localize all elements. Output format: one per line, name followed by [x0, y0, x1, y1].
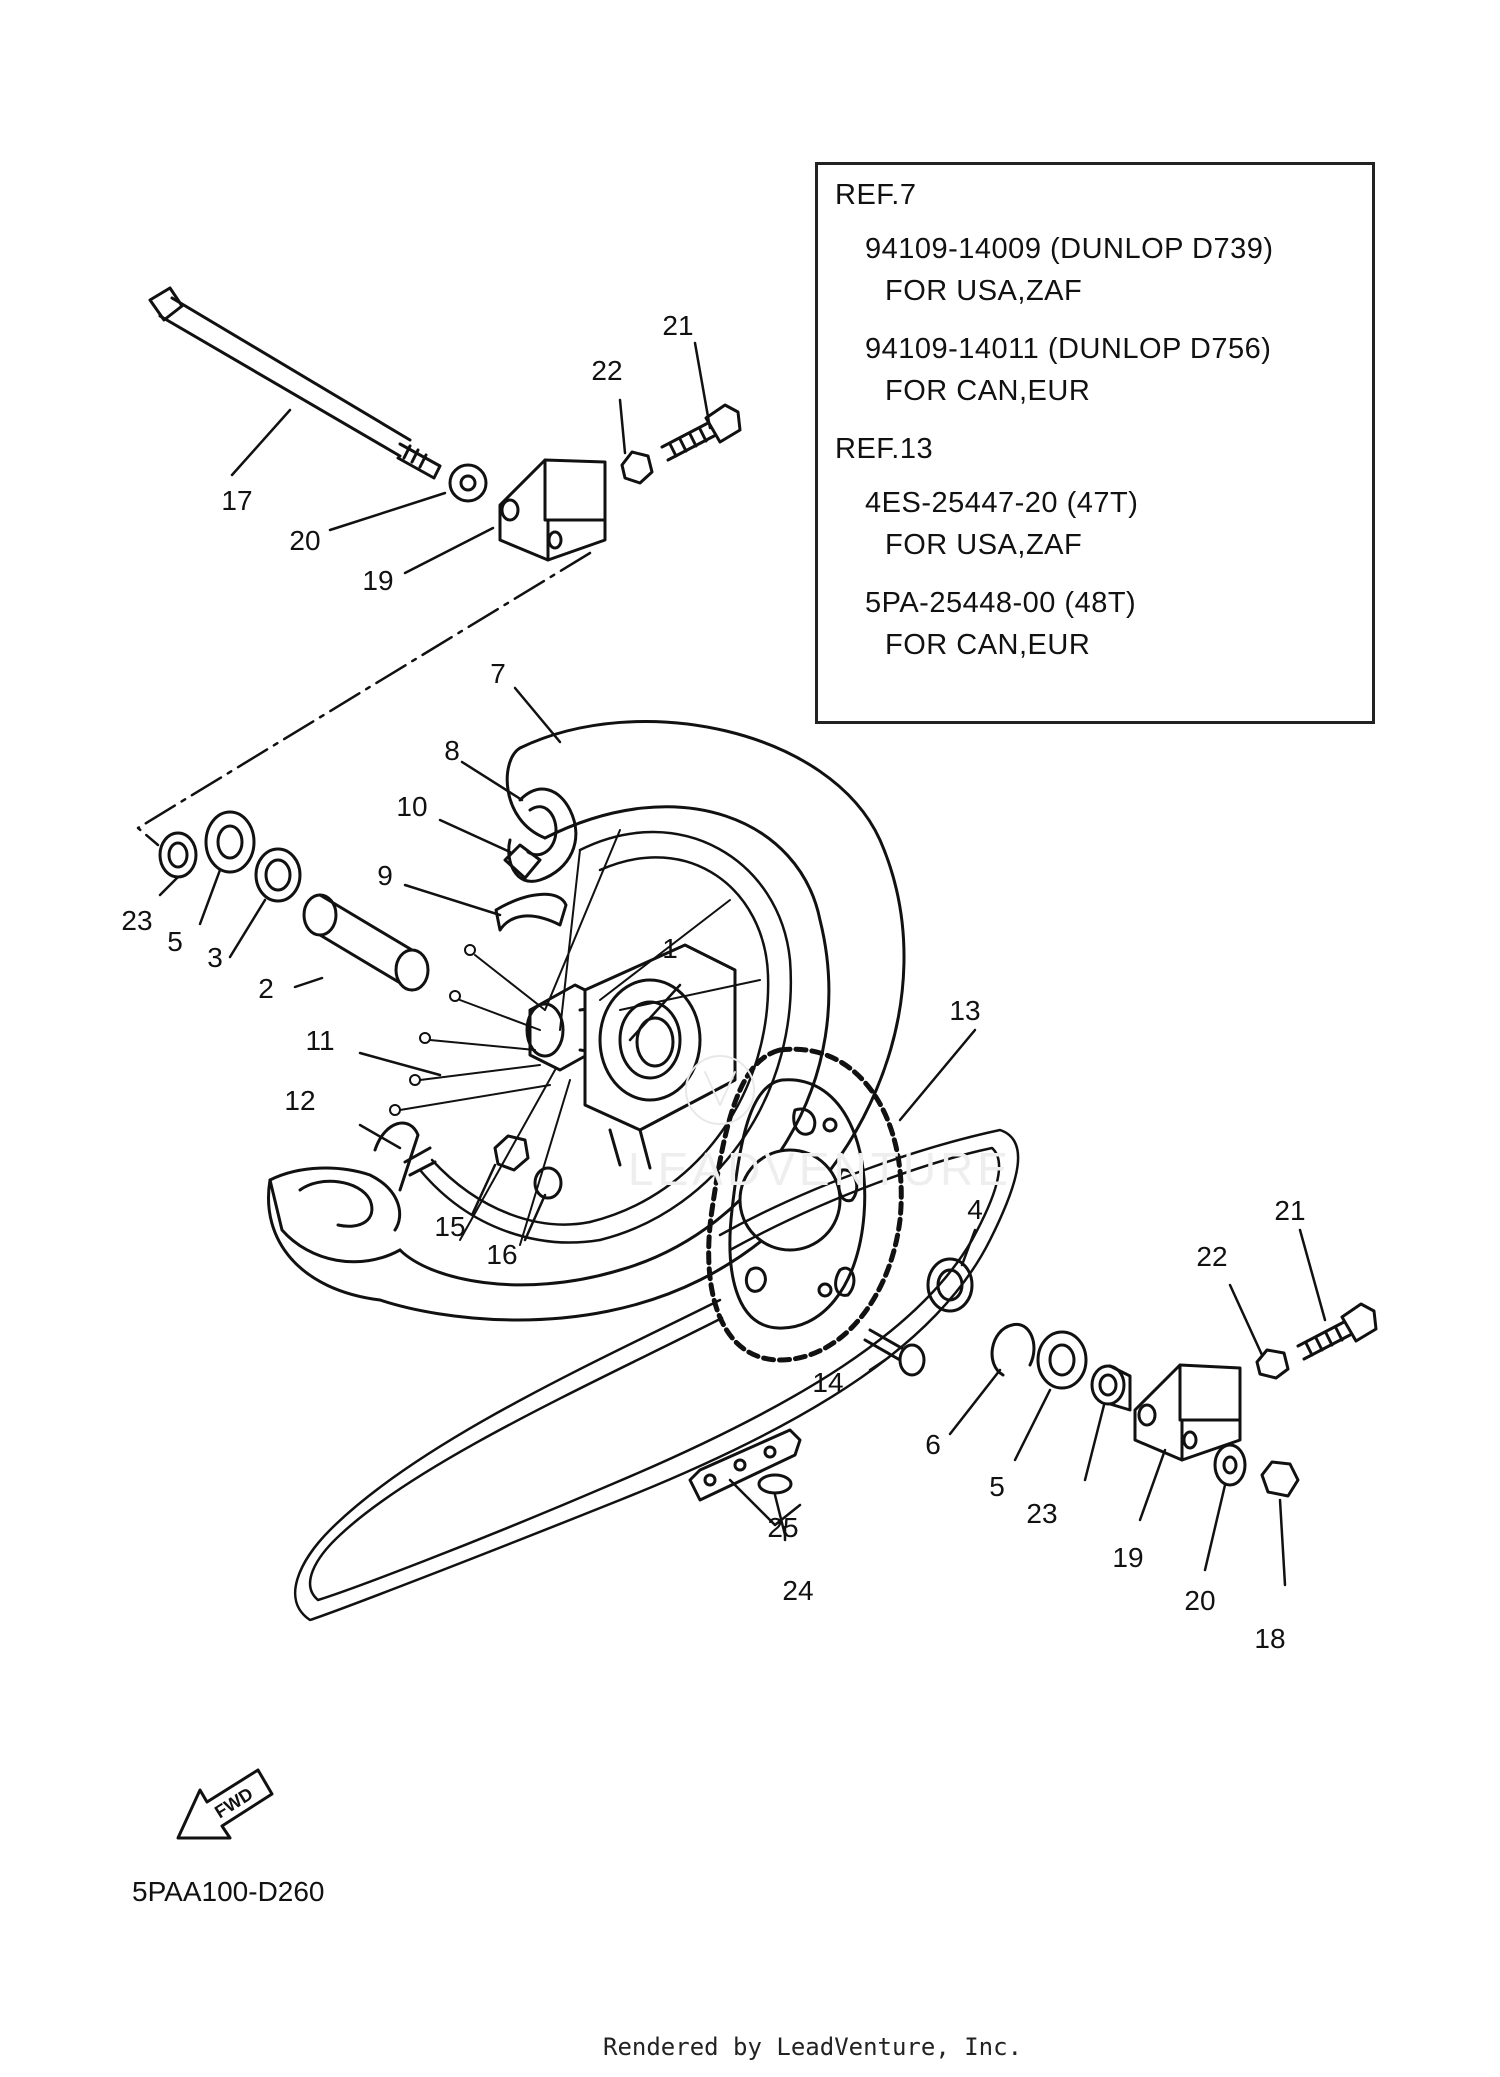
adjuster-block-part-19-lower: [1133, 1363, 1242, 1462]
ref-7-region-2: FOR CAN,EUR: [885, 375, 1091, 407]
washer-part-20-lower: [1213, 1443, 1247, 1487]
callout-20-upper: 20: [289, 525, 320, 556]
callout-18: 18: [1254, 1623, 1285, 1654]
collar-part-23-right: [1090, 1364, 1132, 1412]
rim-band-part-9: [494, 892, 568, 932]
callout-7: 7: [490, 658, 506, 689]
nut-part-22-upper: [620, 450, 654, 485]
tire-part-7: [267, 719, 906, 1322]
adjuster-block-part-19-upper: [498, 458, 607, 562]
callout-13: 13: [949, 995, 980, 1026]
oil-seal-part-5-left: [204, 810, 256, 874]
callout-14: 14: [812, 1367, 843, 1398]
spokes-part-11: [389, 829, 761, 1246]
nut-part-15: [493, 1134, 530, 1172]
diagram-code: 5PAA100-D260: [132, 1876, 325, 1907]
nut-part-22-lower: [1255, 1348, 1290, 1380]
hub-part-1: [525, 943, 737, 1170]
callout-2: 2: [258, 973, 274, 1004]
callout-25: 25: [767, 1512, 798, 1543]
callout-16: 16: [486, 1239, 517, 1270]
callout-22-lower: 22: [1196, 1241, 1227, 1272]
leader-lines: [158, 341, 1327, 1587]
callout-22-upper: 22: [591, 355, 622, 386]
callout-19-upper: 19: [362, 565, 393, 596]
adjuster-bolt-part-21-lower: [1296, 1302, 1378, 1361]
axle-part-17: [148, 286, 442, 480]
callout-12: 12: [284, 1085, 315, 1116]
callout-9: 9: [377, 860, 393, 891]
ref-13-part-1: 4ES-25447-20 (47T): [865, 487, 1139, 519]
callout-5-right: 5: [989, 1471, 1005, 1502]
washer-part-20-upper: [448, 463, 488, 503]
callout-19-lower: 19: [1112, 1542, 1143, 1573]
render-credit: Rendered by LeadVenture, Inc.: [603, 2033, 1023, 2061]
watermark-logo: [685, 1055, 755, 1125]
ref-13-part-2: 5PA-25448-00 (48T): [865, 587, 1137, 619]
circlip-part-6: [990, 1322, 1036, 1377]
ref-13-region-2: FOR CAN,EUR: [885, 629, 1091, 661]
callout-21-lower: 21: [1274, 1195, 1305, 1226]
oil-seal-part-5-right: [1036, 1330, 1088, 1390]
forward-arrow-icon: [176, 1768, 274, 1840]
reference-box: REF.7 94109-14009 (DUNLOP D739) FOR USA,…: [815, 162, 1375, 724]
callout-11: 11: [305, 1025, 334, 1056]
callout-21-upper: 21: [662, 310, 693, 341]
watermark-text: LEADVENTURE: [628, 1143, 1012, 1195]
valve-part-10: [503, 843, 542, 880]
callout-1: 1: [662, 933, 678, 964]
callout-15: 15: [434, 1211, 465, 1242]
callout-23-right: 23: [1026, 1498, 1057, 1529]
bolt-part-14: [863, 1328, 926, 1377]
ref-7-part-2: 94109-14011 (DUNLOP D756): [865, 333, 1272, 365]
ref-7-part-1: 94109-14009 (DUNLOP D739): [865, 233, 1274, 265]
callout-10: 10: [396, 791, 427, 822]
callout-23-left: 23: [121, 905, 152, 936]
washer-part-16: [533, 1166, 563, 1200]
collar-part-23-left: [158, 831, 198, 879]
spacer-part-2: [302, 893, 430, 992]
callout-6: 6: [925, 1429, 941, 1460]
chain-part-24: [293, 1128, 1020, 1622]
ref-13-heading: REF.13: [835, 433, 934, 465]
tire-cutaway: [268, 1121, 420, 1232]
ref-13-region-1: FOR USA,ZAF: [885, 529, 1083, 561]
callout-24: 24: [782, 1575, 813, 1606]
bearing-part-3: [254, 847, 302, 903]
rim: [418, 830, 793, 1244]
callout-4: 4: [967, 1194, 983, 1225]
callout-3: 3: [207, 942, 223, 973]
adjuster-bolt-part-21-upper: [660, 403, 742, 462]
callout-17: 17: [221, 485, 252, 516]
tube-part-8: [507, 787, 578, 883]
callout-8: 8: [444, 735, 460, 766]
callout-5-left: 5: [167, 926, 183, 957]
bearing-part-4: [926, 1257, 974, 1313]
callout-20-lower: 20: [1184, 1585, 1215, 1616]
ref-7-heading: REF.7: [835, 179, 917, 211]
ref-7-region-1: FOR USA,ZAF: [885, 275, 1083, 307]
master-link-part-25: [688, 1428, 802, 1502]
nut-part-18: [1260, 1460, 1300, 1498]
